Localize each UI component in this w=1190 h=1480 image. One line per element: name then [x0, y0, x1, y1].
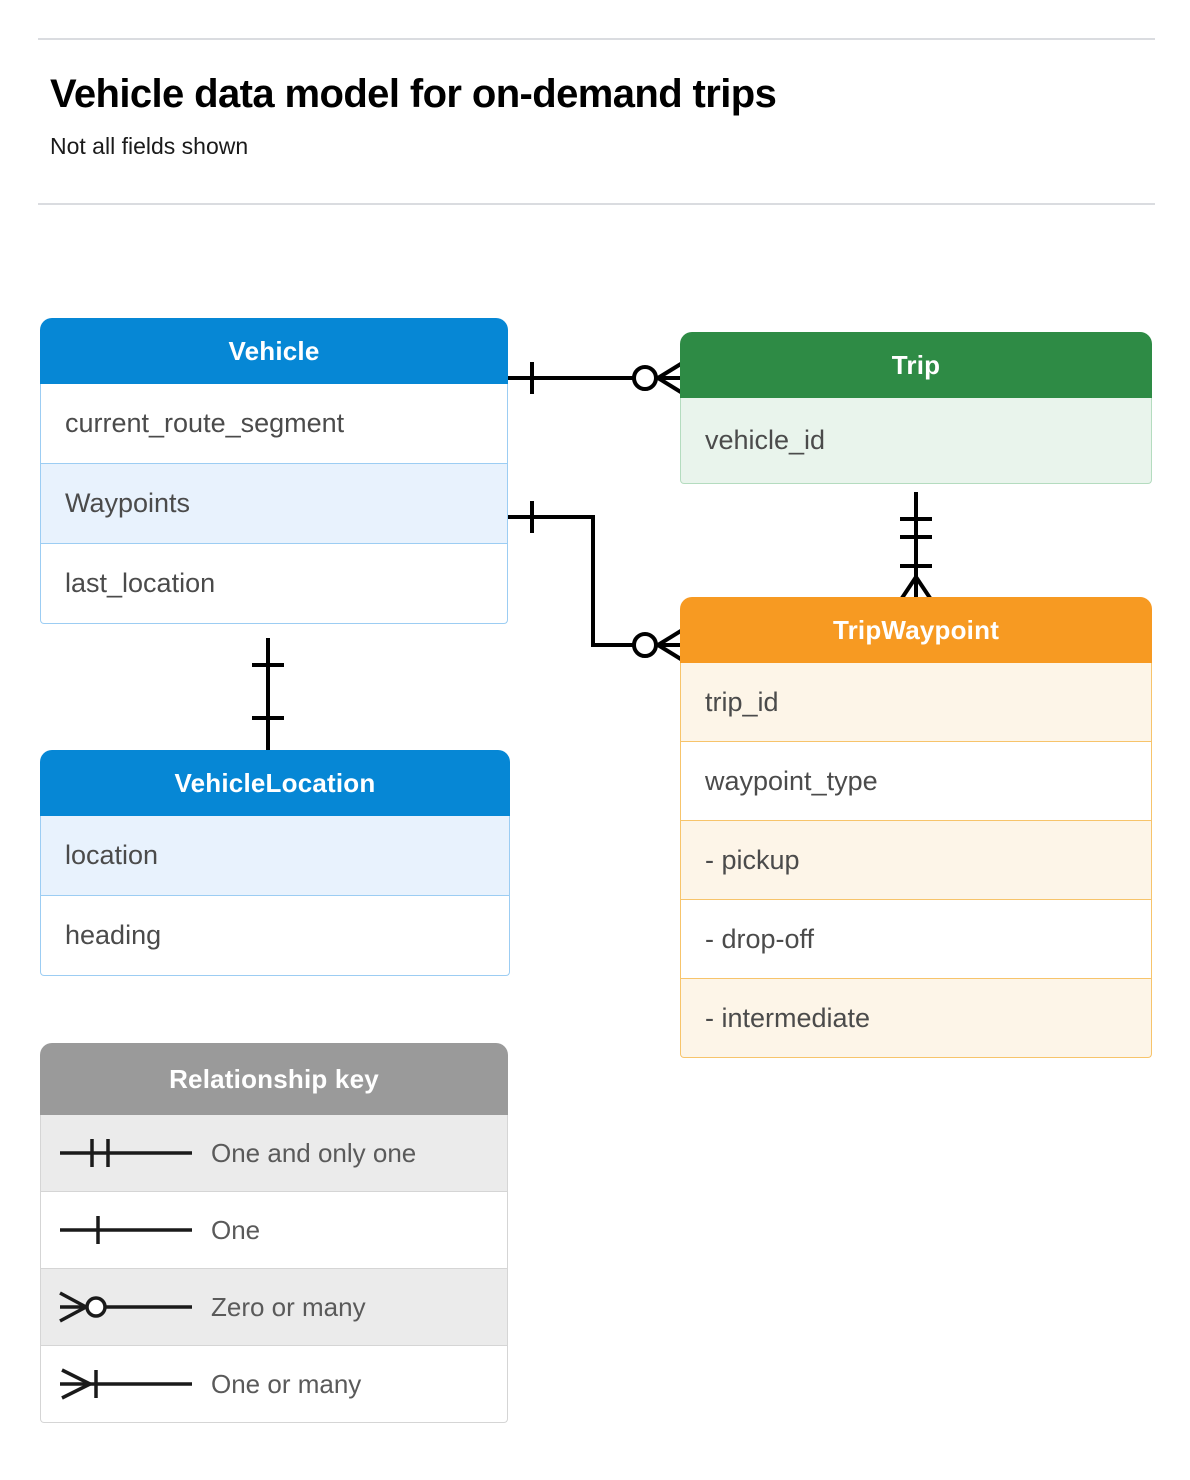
- legend-row[interactable]: One: [40, 1192, 508, 1269]
- legend-label: One or many: [211, 1368, 362, 1399]
- relationship-vehicle-vehiclelocation: [252, 638, 284, 754]
- one-and-only-one-icon: [41, 1115, 211, 1191]
- field-row[interactable]: - intermediate: [680, 979, 1152, 1058]
- field-row[interactable]: current_route_segment: [40, 384, 508, 464]
- legend-row[interactable]: One and only one: [40, 1115, 508, 1192]
- one-or-many-icon: [41, 1346, 211, 1422]
- one-icon: [41, 1192, 211, 1268]
- field-row[interactable]: location: [40, 816, 510, 896]
- relationship-waypoints-tripwaypoint: [508, 501, 686, 663]
- entity-vehiclelocation[interactable]: VehicleLocation location heading: [40, 750, 510, 976]
- entity-trip-title: Trip: [680, 332, 1152, 398]
- entity-trip[interactable]: Trip vehicle_id: [680, 332, 1152, 484]
- page-subtitle: Not all fields shown: [50, 133, 249, 159]
- header-divider-top: [38, 38, 1155, 40]
- relationship-trip-tripwaypoint: [898, 492, 934, 603]
- legend-label: One: [211, 1214, 261, 1245]
- entity-tripwaypoint-title: TripWaypoint: [680, 597, 1152, 663]
- legend-row[interactable]: Zero or many: [40, 1269, 508, 1346]
- entity-vehicle[interactable]: Vehicle current_route_segment Waypoints …: [40, 318, 508, 624]
- header-divider-bottom: [38, 203, 1155, 205]
- field-row[interactable]: Waypoints: [40, 464, 508, 544]
- field-row[interactable]: waypoint_type: [680, 742, 1152, 821]
- entity-vehicle-title: Vehicle: [40, 318, 508, 384]
- field-row[interactable]: trip_id: [680, 663, 1152, 742]
- field-row[interactable]: vehicle_id: [680, 398, 1152, 484]
- entity-vehiclelocation-title: VehicleLocation: [40, 750, 510, 816]
- field-row[interactable]: heading: [40, 896, 510, 976]
- field-row[interactable]: - pickup: [680, 821, 1152, 900]
- field-row[interactable]: - drop-off: [680, 900, 1152, 979]
- entity-tripwaypoint-fields: trip_id waypoint_type - pickup - drop-of…: [680, 663, 1152, 1058]
- field-row[interactable]: last_location: [40, 544, 508, 624]
- legend-row[interactable]: One or many: [40, 1346, 508, 1423]
- zero-or-many-icon: [41, 1269, 211, 1345]
- legend-title: Relationship key: [40, 1043, 508, 1115]
- legend-label: One and only one: [211, 1137, 417, 1168]
- entity-tripwaypoint[interactable]: TripWaypoint trip_id waypoint_type - pic…: [680, 597, 1152, 1058]
- entity-vehiclelocation-fields: location heading: [40, 816, 510, 976]
- relationship-vehicle-trip: [508, 360, 686, 396]
- page-title: Vehicle data model for on-demand trips: [50, 72, 777, 116]
- entity-trip-fields: vehicle_id: [680, 398, 1152, 484]
- entity-vehicle-fields: current_route_segment Waypoints last_loc…: [40, 384, 508, 624]
- relationship-key-legend[interactable]: Relationship key One and only one One: [40, 1043, 508, 1423]
- legend-label: Zero or many: [211, 1291, 366, 1322]
